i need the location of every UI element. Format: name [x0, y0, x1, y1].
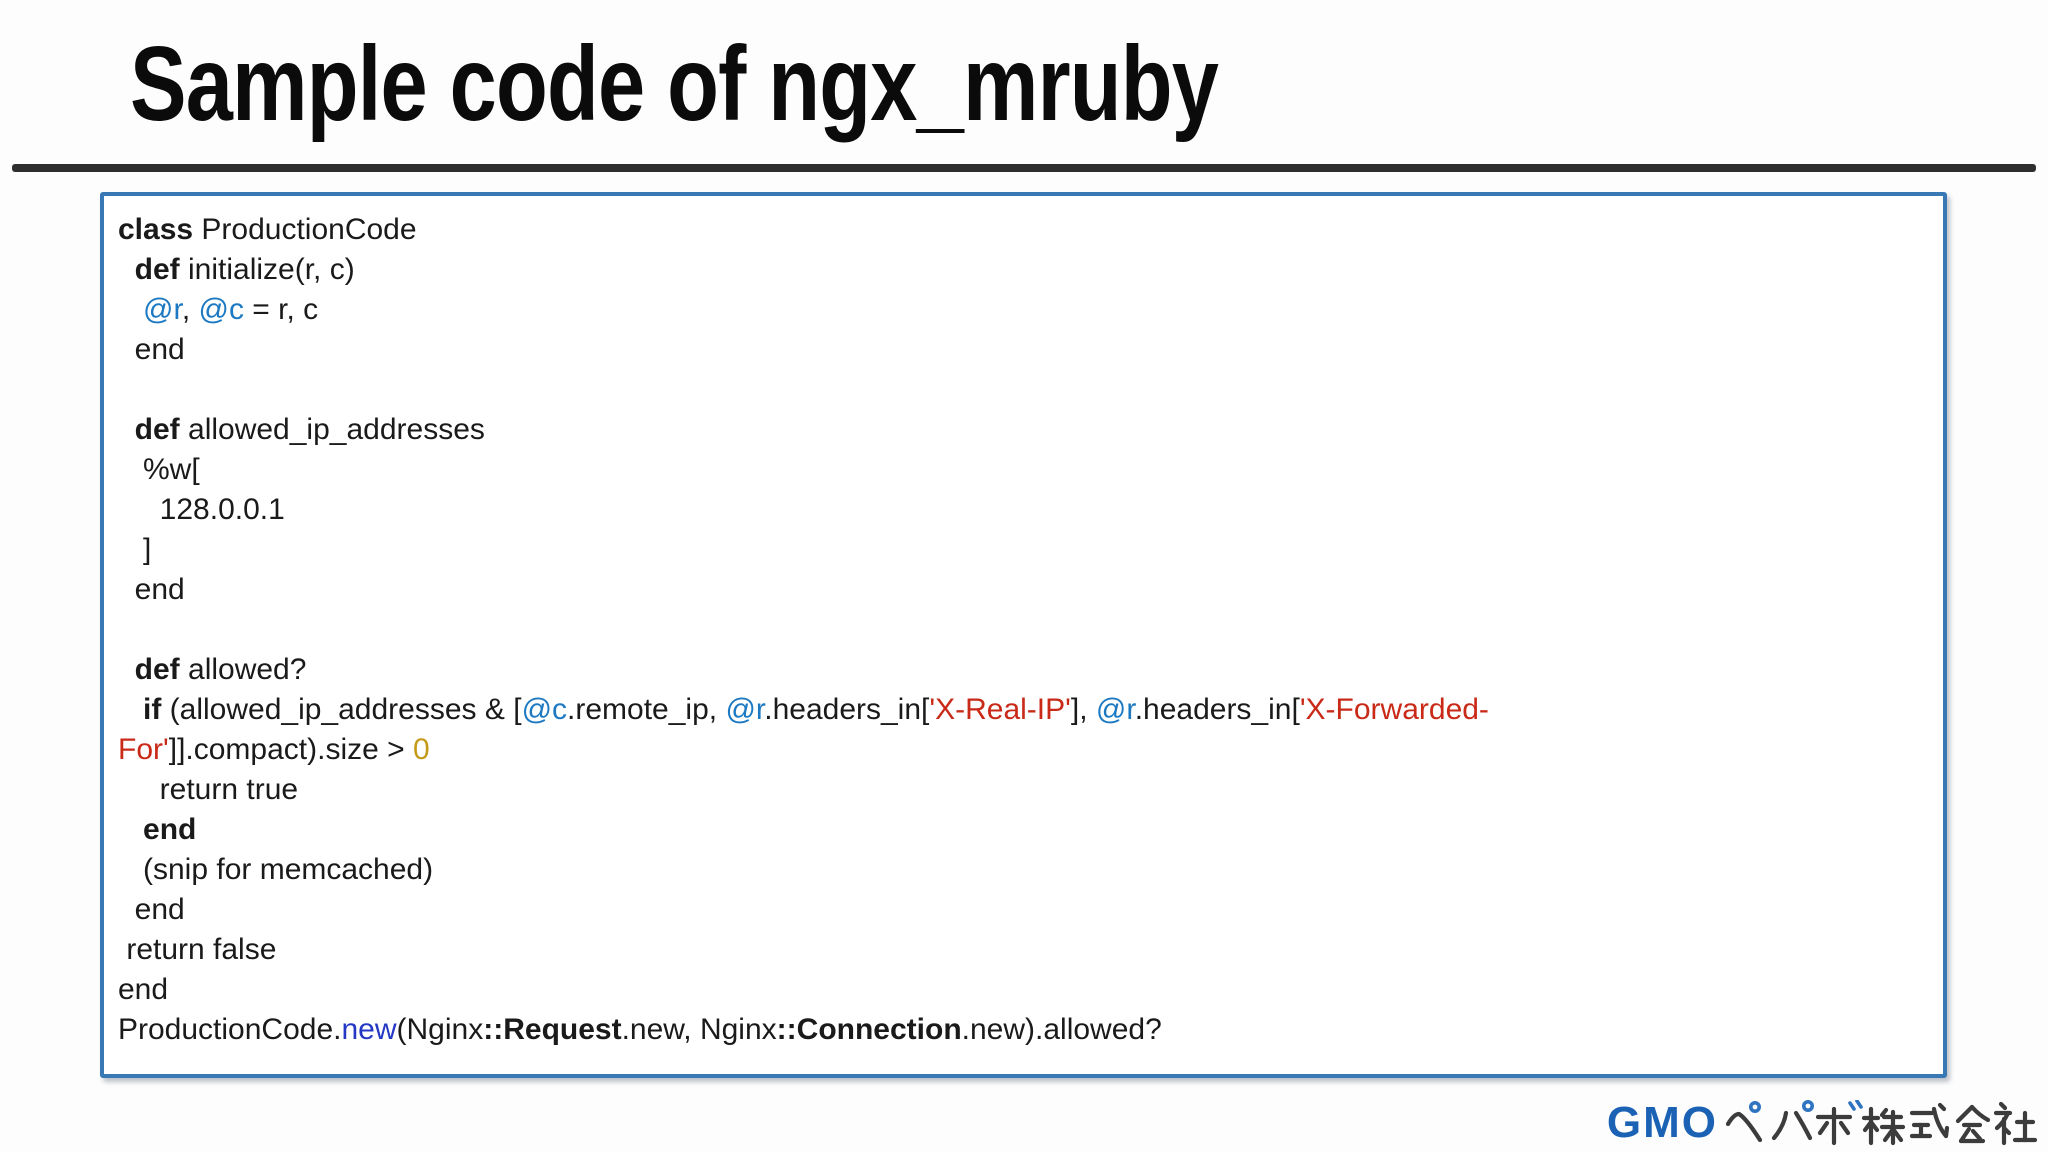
- code-token: ::: [776, 1013, 797, 1046]
- code-token: @r: [1095, 693, 1135, 726]
- code-line: For']].compact).size > 0: [118, 730, 1927, 770]
- code-token: [118, 413, 135, 446]
- code-token: @r: [143, 293, 182, 326]
- gmo-pepabo-logo: GMO: [1607, 1100, 2042, 1148]
- code-token: ProductionCode.: [118, 1013, 342, 1046]
- code-token: return false: [118, 933, 277, 966]
- code-token: class: [118, 213, 194, 246]
- pepabo-kanji-logo-icon: [1725, 1100, 2038, 1146]
- code-token: 'X-Real-IP': [929, 693, 1071, 726]
- code-token: @c: [198, 293, 244, 326]
- code-token: ,: [181, 293, 199, 326]
- code-token: .new, Nginx: [621, 1013, 777, 1046]
- code-token: ::: [483, 1013, 504, 1046]
- code-token: @r: [725, 693, 765, 726]
- code-token: end: [118, 573, 185, 606]
- code-token: Connection: [796, 1013, 962, 1046]
- code-token: (Nginx: [396, 1013, 484, 1046]
- code-line: (snip for memcached): [118, 850, 1927, 890]
- code-token: %w[: [118, 453, 200, 486]
- code-token: [118, 653, 135, 686]
- code-token: if: [143, 693, 162, 726]
- code-line: def allowed?: [118, 650, 1927, 690]
- code-token: .headers_in[: [764, 693, 930, 726]
- code-token: (allowed_ip_addresses & [: [161, 693, 522, 726]
- code-box: class ProductionCode def initialize(r, c…: [100, 192, 1947, 1078]
- code-token: new: [341, 1013, 397, 1046]
- code-token: [118, 253, 135, 286]
- code-token: ],: [1070, 693, 1096, 726]
- code-token: @c: [521, 693, 568, 726]
- code-line: @r, @c = r, c: [118, 290, 1927, 330]
- code-line: end: [118, 810, 1927, 850]
- code-token: ]].compact).size >: [168, 733, 413, 766]
- code-token: allowed_ip_addresses: [179, 413, 485, 446]
- code-line: 128.0.0.1: [118, 490, 1927, 530]
- code-token: ProductionCode: [193, 213, 417, 246]
- code-line: return true: [118, 770, 1927, 810]
- code-token: end: [118, 333, 185, 366]
- code-token: [118, 813, 143, 846]
- code-token: = r, c: [243, 293, 319, 326]
- code-token: 'X-Forwarded-: [1299, 693, 1489, 726]
- code-line: end: [118, 890, 1927, 930]
- code-line: return false: [118, 930, 1927, 970]
- gmo-wordmark: GMO: [1606, 1098, 1718, 1147]
- code-token: def: [134, 253, 180, 286]
- code-token: end: [118, 893, 185, 926]
- title-underline: [12, 164, 2036, 172]
- code-token: .remote_ip,: [567, 693, 726, 726]
- code-line: end: [118, 570, 1927, 610]
- code-token: Request: [503, 1013, 622, 1046]
- code-line: end: [118, 330, 1927, 370]
- code-token: return true: [118, 773, 299, 806]
- code-token: 0: [412, 733, 430, 766]
- code-token: ]: [118, 533, 152, 566]
- page-title: Sample code of ngx_mruby: [130, 25, 1219, 143]
- code-token: For': [118, 733, 169, 766]
- code-line: class ProductionCode: [118, 210, 1927, 250]
- code-token: end: [143, 813, 197, 846]
- code-token: initialize(r, c): [179, 253, 355, 286]
- code-line: ]: [118, 530, 1927, 570]
- code-block: class ProductionCode def initialize(r, c…: [118, 210, 1927, 1050]
- code-line: def initialize(r, c): [118, 250, 1927, 290]
- code-token: .new).allowed?: [961, 1013, 1162, 1046]
- code-line: [118, 370, 1927, 410]
- code-token: [118, 293, 143, 326]
- code-line: if (allowed_ip_addresses & [@c.remote_ip…: [118, 690, 1927, 730]
- code-token: def: [134, 653, 180, 686]
- code-token: allowed?: [179, 653, 307, 686]
- code-token: end: [118, 973, 169, 1006]
- code-line: end: [118, 970, 1927, 1010]
- code-token: .headers_in[: [1134, 693, 1300, 726]
- code-token: [118, 693, 143, 726]
- code-line: [118, 610, 1927, 650]
- code-line: def allowed_ip_addresses: [118, 410, 1927, 450]
- code-token: 128.0.0.1: [118, 493, 285, 526]
- code-token: (snip for memcached): [118, 853, 434, 886]
- code-line: %w[: [118, 450, 1927, 490]
- code-token: def: [134, 413, 180, 446]
- code-line: ProductionCode.new(Nginx::Request.new, N…: [118, 1010, 1927, 1050]
